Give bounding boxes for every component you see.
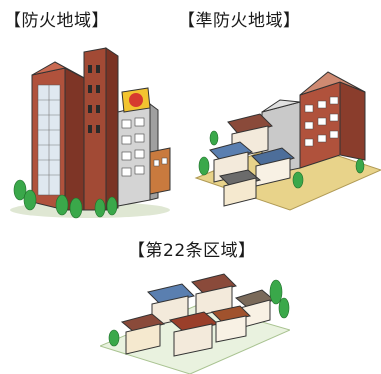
tall-tower <box>31 61 89 211</box>
article22-zone-illustration <box>100 273 290 374</box>
quasi-fire-zone-label: 【準防火地域】 <box>178 11 301 31</box>
quasi-fire-zone-illustration <box>194 71 381 211</box>
slim-tower <box>83 47 119 211</box>
houses <box>209 113 296 207</box>
article22-zone-label: 【第22条区域】 <box>128 241 256 261</box>
annex-building <box>149 147 171 195</box>
fire-zone-illustration <box>10 47 171 219</box>
trees <box>198 130 365 189</box>
trees <box>108 279 290 347</box>
apartment-building <box>299 71 366 169</box>
billboard <box>121 87 151 113</box>
fire-zone-label: 【防火地域】 <box>4 11 109 31</box>
houses <box>120 273 276 357</box>
trees <box>13 179 118 219</box>
